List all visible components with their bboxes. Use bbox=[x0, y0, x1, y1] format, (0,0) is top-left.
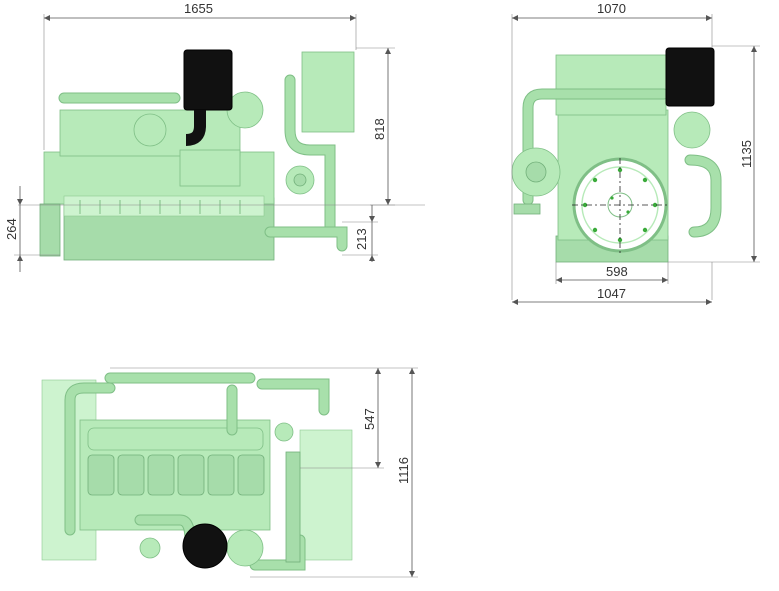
top-cylinder-heads bbox=[87, 454, 265, 496]
front-pipe-right bbox=[685, 155, 721, 237]
side-dimensions: 1655 818 264 213 bbox=[4, 1, 425, 272]
top-dimensions: 547 1116 bbox=[110, 367, 418, 578]
side-riser bbox=[285, 75, 335, 235]
dim-label-264: 264 bbox=[4, 218, 19, 240]
dim-label-1070: 1070 bbox=[597, 1, 626, 16]
top-right-pipe bbox=[257, 379, 329, 415]
dim-label-598: 598 bbox=[606, 264, 628, 279]
top-starter bbox=[226, 529, 264, 567]
dim-label-818: 818 bbox=[372, 118, 387, 140]
front-heat-exchanger bbox=[555, 54, 667, 116]
top-left-pipe bbox=[65, 383, 115, 535]
front-pipe-left bbox=[523, 89, 669, 205]
side-air-filter bbox=[183, 49, 233, 111]
side-ribs bbox=[79, 200, 241, 214]
top-pump bbox=[139, 537, 161, 559]
top-sensor bbox=[274, 422, 294, 442]
side-lower-pipe bbox=[265, 227, 347, 251]
top-belt bbox=[285, 451, 301, 563]
front-dimensions: 1070 1135 598 1047 bbox=[511, 1, 760, 305]
side-heat-exchanger bbox=[301, 51, 355, 133]
front-view bbox=[511, 47, 722, 263]
side-block-ribs bbox=[63, 195, 265, 217]
side-turbo bbox=[133, 113, 167, 147]
dim-label-1047: 1047 bbox=[597, 286, 626, 301]
side-filter-duct bbox=[185, 110, 206, 146]
dim-label-547: 547 bbox=[362, 408, 377, 430]
front-left-bracket bbox=[513, 203, 541, 215]
dim-label-1135: 1135 bbox=[739, 140, 754, 168]
front-air-filter bbox=[665, 47, 715, 107]
dim-label-213: 213 bbox=[354, 228, 369, 250]
top-front-plate bbox=[299, 429, 353, 561]
front-pump-hub bbox=[525, 161, 547, 183]
side-pulley-hub bbox=[293, 173, 307, 187]
side-starter bbox=[179, 149, 241, 187]
dim-label-1116: 1116 bbox=[396, 457, 411, 484]
front-alternator bbox=[673, 111, 711, 149]
side-view bbox=[39, 49, 355, 261]
side-front-mount bbox=[39, 203, 61, 257]
top-view bbox=[41, 372, 353, 571]
dim-label-1655: 1655 bbox=[184, 1, 213, 16]
top-intake-manifold bbox=[87, 427, 264, 451]
front-flywheel-holes bbox=[582, 167, 658, 243]
top-air-filter bbox=[182, 523, 228, 569]
